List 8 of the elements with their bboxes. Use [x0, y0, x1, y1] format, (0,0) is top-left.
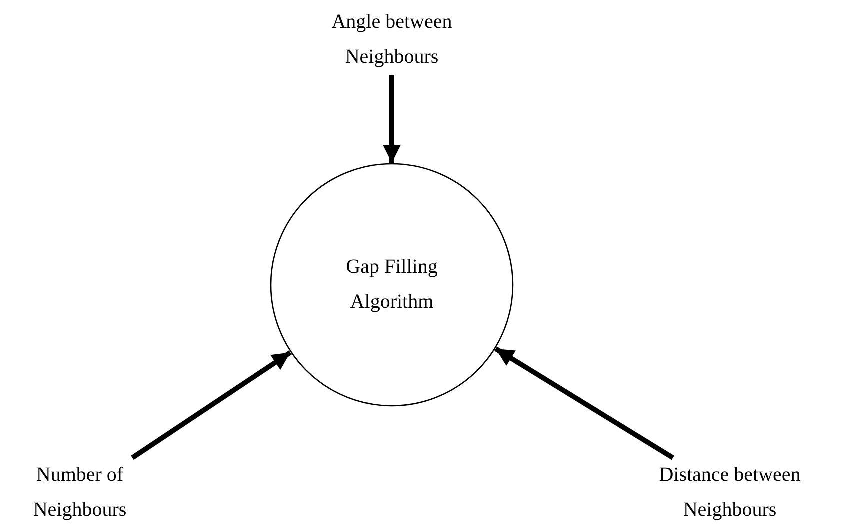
arrow [131, 350, 292, 460]
arrow [494, 346, 674, 460]
input-label: Angle between Neighbours [330, 10, 454, 70]
input-label: Number of Neighbours [32, 463, 128, 523]
input-label: Gap Filling Algorithm [345, 255, 439, 315]
process-circle [270, 163, 514, 407]
input-label: Distance between Neighbours [658, 463, 802, 523]
arrow [383, 75, 401, 163]
